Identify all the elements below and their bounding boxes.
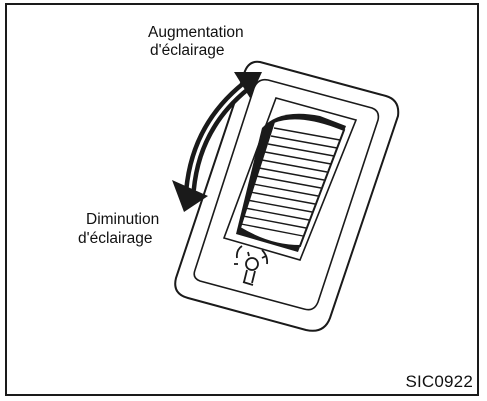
double-headed-curved-arrow-icon xyxy=(172,72,262,212)
increase-label-line2: d'éclairage xyxy=(150,42,225,59)
dimmer-knob[interactable] xyxy=(238,117,346,248)
increase-label-line1: Augmentation xyxy=(148,24,244,41)
figure-reference: SIC0922 xyxy=(405,372,473,391)
illumination-bulb-icon xyxy=(234,245,269,286)
decrease-label-line2: d'éclairage xyxy=(78,230,153,247)
decrease-label-line1: Diminution xyxy=(86,211,160,228)
